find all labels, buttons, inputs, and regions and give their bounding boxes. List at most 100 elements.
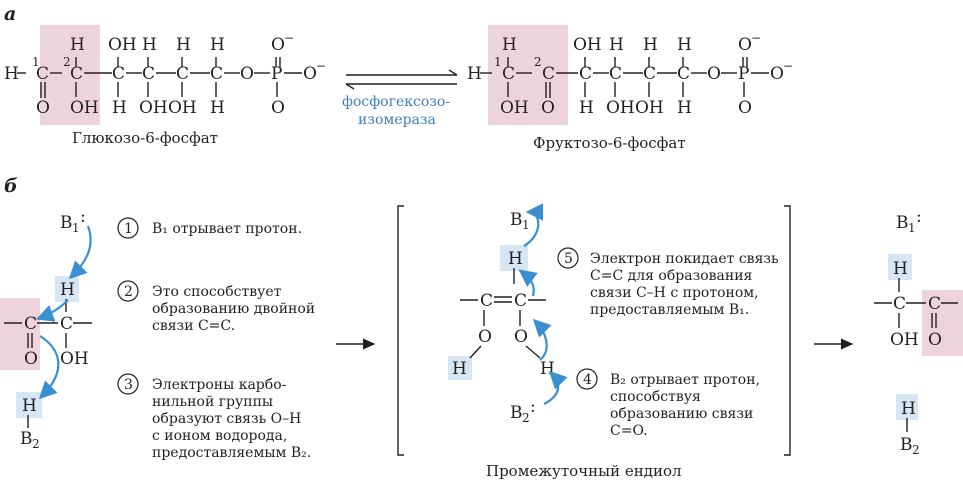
panel-b-label: б (4, 175, 18, 197)
svg-text::: : (530, 397, 536, 417)
svg-text:O: O (707, 64, 721, 84)
step-1: 1 B₁ отрывает протон. (117, 217, 302, 239)
fructose-6-phosphate-structure: H 1 C H OH 2 C O C OH H C H OH C H OH C … (467, 31, 793, 118)
svg-text:нильной группы: нильной группы (152, 394, 273, 410)
svg-text:−: − (284, 31, 294, 45)
svg-text:P: P (738, 64, 749, 84)
svg-text:OH: OH (606, 98, 635, 118)
svg-text:C: C (893, 294, 906, 314)
svg-text:3: 3 (124, 377, 133, 393)
svg-text:O: O (928, 330, 942, 350)
svg-text:5: 5 (564, 251, 573, 267)
glucose-name: Глюкозо-6-фосфат (72, 129, 218, 147)
svg-text:предоставляемым B₁.: предоставляемым B₁. (590, 302, 749, 318)
svg-text:C: C (210, 64, 223, 84)
panel-a-label: а (4, 3, 16, 25)
svg-text:OH: OH (500, 98, 529, 118)
svg-text:1: 1 (494, 55, 502, 69)
svg-text:H: H (176, 35, 191, 55)
svg-text:C: C (514, 291, 527, 311)
svg-text:H: H (452, 359, 467, 379)
fructose-name: Фруктозо-6-фосфат (533, 134, 686, 152)
fructose-highlight (488, 25, 568, 125)
svg-text:связи C–H с протоном,: связи C–H с протоном, (590, 285, 759, 301)
svg-text:H: H (677, 35, 692, 55)
svg-text:C=C для образования: C=C для образования (590, 268, 753, 284)
svg-text:2: 2 (124, 284, 133, 300)
reactant-structure: B 1 : H C C O OH H B 2 (0, 207, 92, 451)
svg-text:C: C (142, 64, 155, 84)
svg-text:H: H (467, 64, 482, 84)
svg-text:1: 1 (908, 221, 916, 235)
svg-text:H: H (901, 399, 916, 419)
svg-text:OH: OH (70, 98, 99, 118)
svg-text:2: 2 (912, 443, 920, 457)
svg-text:C=O.: C=O. (610, 423, 648, 439)
svg-text:образованию связи: образованию связи (610, 406, 753, 422)
svg-text:H: H (4, 64, 19, 84)
svg-text::: : (80, 207, 86, 227)
svg-text:с ионом водорода,: с ионом водорода, (152, 428, 287, 444)
step-4: 4 B₂ отрывает протон, способствуя образо… (576, 368, 760, 439)
svg-text:O: O (738, 98, 752, 118)
svg-text:B₂ отрывает протон,: B₂ отрывает протон, (610, 372, 760, 388)
svg-text:P: P (271, 64, 282, 84)
svg-text:способствуя: способствуя (610, 389, 701, 405)
svg-text:2: 2 (534, 55, 542, 69)
step-5: 5 Электрон покидает связь C=C для образо… (557, 247, 779, 318)
svg-text:H: H (579, 98, 594, 118)
svg-text:−: − (316, 59, 326, 73)
svg-text:B: B (510, 403, 523, 423)
svg-text:C: C (24, 314, 37, 334)
svg-text:H: H (508, 249, 523, 269)
step-3: 3 Электроны карбо- нильной группы образу… (117, 373, 311, 461)
svg-text:O: O (514, 327, 528, 347)
svg-text:H: H (893, 259, 908, 279)
svg-text:C: C (928, 294, 941, 314)
svg-text:O: O (240, 64, 254, 84)
svg-text:O: O (303, 64, 317, 84)
svg-text:C: C (542, 64, 555, 84)
svg-text:1: 1 (72, 221, 80, 235)
product-structure: B 1 : H C C OH O H B 2 (874, 207, 963, 457)
svg-text:связи C=C.: связи C=C. (152, 318, 235, 334)
svg-text:Электроны карбо-: Электроны карбо- (152, 377, 287, 393)
svg-text:2: 2 (32, 437, 40, 451)
svg-text:O: O (24, 349, 38, 369)
svg-text:H: H (142, 35, 157, 55)
svg-text:H: H (609, 35, 624, 55)
svg-text:C: C (112, 64, 125, 84)
svg-text:B: B (510, 210, 523, 230)
svg-text:O: O (478, 327, 492, 347)
svg-text:C: C (502, 64, 515, 84)
step-2: 2 Это способствует образованию двойной с… (117, 280, 315, 334)
svg-text:Электрон покидает связь: Электрон покидает связь (590, 251, 779, 267)
svg-text:H: H (210, 35, 225, 55)
svg-text:C: C (60, 314, 73, 334)
svg-text:C: C (36, 64, 49, 84)
svg-text:Это способствует: Это способствует (152, 284, 282, 300)
svg-text:OH: OH (168, 98, 197, 118)
svg-text:C: C (643, 64, 656, 84)
svg-text:O: O (36, 98, 50, 118)
svg-text:2: 2 (63, 55, 71, 69)
svg-text:1: 1 (32, 55, 40, 69)
svg-text:O: O (271, 35, 285, 55)
svg-text:H: H (210, 98, 225, 118)
svg-text:−: − (783, 59, 793, 73)
svg-text:1: 1 (522, 218, 530, 232)
svg-text:O: O (770, 64, 784, 84)
svg-text:B: B (60, 213, 73, 233)
svg-text:O: O (738, 35, 752, 55)
svg-text:4: 4 (583, 372, 592, 388)
svg-text:C: C (609, 64, 622, 84)
svg-text:образуют связь O–H: образуют связь O–H (152, 411, 301, 427)
enzyme-name-line2: изомераза (358, 112, 436, 128)
svg-text:O: O (271, 98, 285, 118)
svg-text:H: H (60, 280, 75, 300)
svg-text:OH: OH (108, 35, 137, 55)
svg-text:−: − (751, 31, 761, 45)
equilibrium-arrows (345, 69, 458, 90)
